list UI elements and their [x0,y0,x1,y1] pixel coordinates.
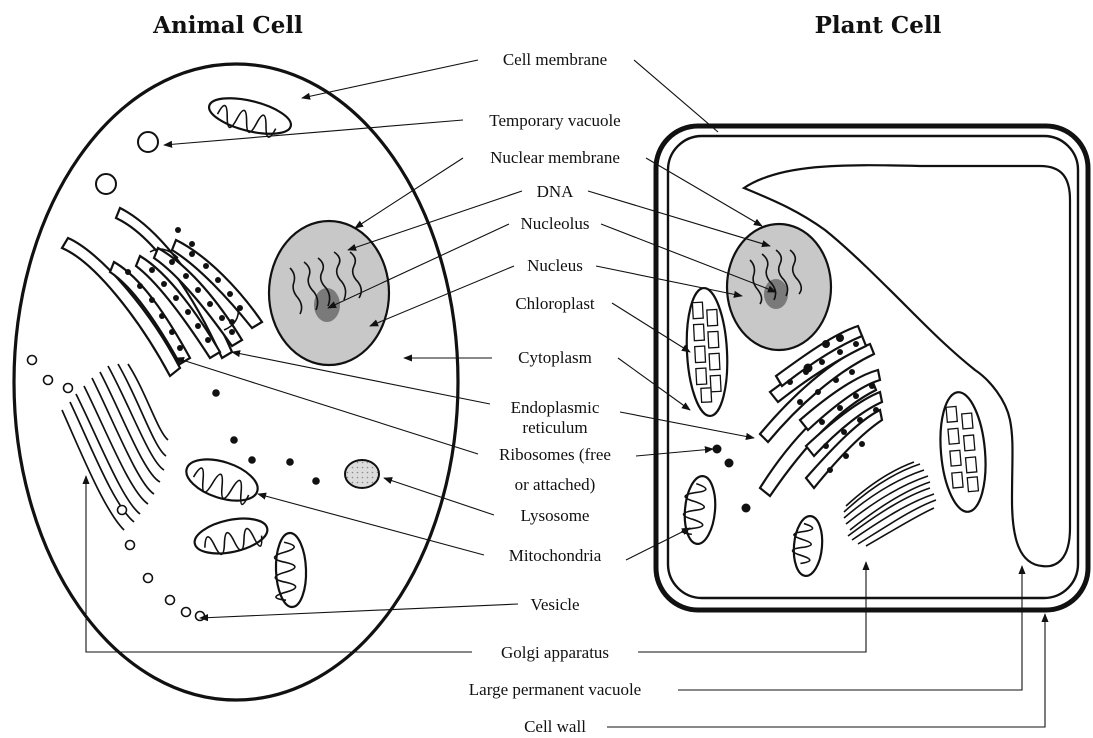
animal-cell-title: Animal Cell [152,12,303,39]
label-mitochondria: Mitochondria [509,546,602,565]
label-cell-membrane: Cell membrane [503,50,607,69]
label-temporary-vacuole: Temporary vacuole [489,111,620,130]
label-nucleolus: Nucleolus [521,214,590,233]
label-chloroplast: Chloroplast [515,294,595,313]
label-cell-wall: Cell wall [524,717,586,736]
label-nuclear-membrane: Nuclear membrane [490,148,620,167]
label-cytoplasm: Cytoplasm [518,348,592,367]
label-endoplasmic-reticulum-line1: Endoplasmic [511,398,600,417]
label-ribosomes-line2: or attached) [515,475,596,494]
animal-cell [14,64,458,700]
label-vesicle: Vesicle [530,595,579,614]
animal-lysosome [345,460,379,488]
plant-nucleus [727,224,831,350]
animal-temporary-vacuole-2 [96,174,116,194]
labels: Cell membrane Temporary vacuole Nuclear … [469,50,641,736]
label-nucleus: Nucleus [527,256,583,275]
label-large-permanent-vacuole: Large permanent vacuole [469,680,641,699]
animal-cell-membrane [14,64,458,700]
plant-cell [656,126,1088,610]
label-golgi-apparatus: Golgi apparatus [501,643,609,662]
label-ribosomes-line1: Ribosomes (free [499,445,611,464]
label-endoplasmic-reticulum-line2: reticulum [522,418,587,437]
label-lysosome: Lysosome [521,506,590,525]
label-dna: DNA [537,182,575,201]
animal-temporary-vacuole-1 [138,132,158,152]
plant-cell-title: Plant Cell [815,12,942,39]
